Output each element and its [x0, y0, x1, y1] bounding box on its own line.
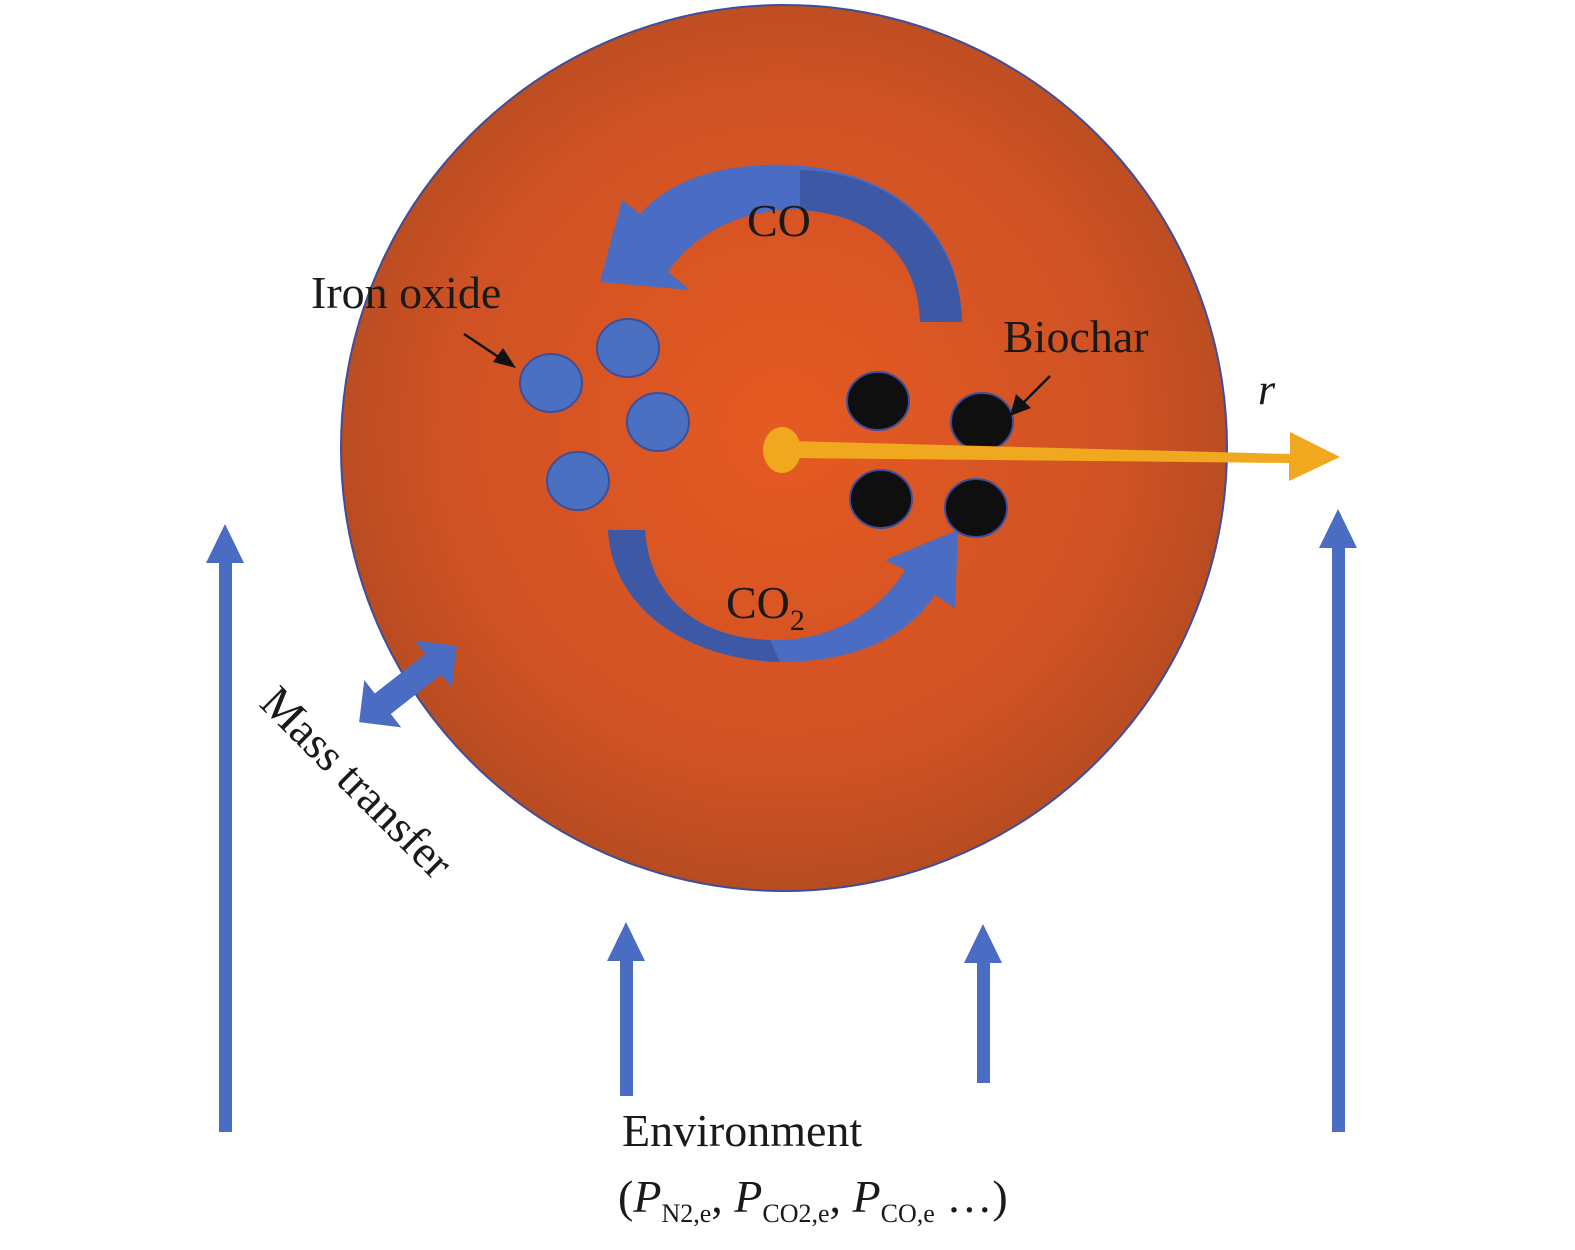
environment-arrow-center-right — [964, 924, 1002, 1083]
iron-oxide-particle — [546, 451, 610, 511]
co2-label-base: CO — [726, 577, 790, 628]
iron-oxide-pointer-arrow — [463, 332, 516, 368]
mass-transfer-double-arrow — [359, 640, 457, 728]
environment-label: Environment — [622, 1105, 862, 1156]
iron-oxide-label: Iron oxide — [311, 267, 501, 318]
biochar-pointer-arrow — [1010, 375, 1051, 416]
radius-label: r — [1258, 365, 1276, 414]
biochar-label: Biochar — [1003, 311, 1149, 362]
iron-oxide-particle — [519, 353, 583, 413]
environment-arrow-right — [1319, 509, 1357, 1132]
biochar-particle — [950, 392, 1014, 452]
biochar-particle — [846, 371, 910, 431]
radius-arrow — [763, 427, 1340, 481]
co-flow-arrow-shadow — [800, 170, 962, 322]
environment-arrow-center-left — [607, 922, 645, 1096]
biochar-particle — [849, 469, 913, 529]
environment-pressures: (PN2,e, PCO2,e, PCO,e …) — [618, 1171, 1008, 1228]
co2-label-subscript: 2 — [790, 604, 805, 637]
co-label: CO — [747, 195, 811, 246]
iron-oxide-particle — [626, 392, 690, 452]
environment-arrow-left — [206, 524, 244, 1132]
co2-flow-arrow-shadow — [608, 530, 780, 662]
biochar-particle — [944, 478, 1008, 538]
co2-label: CO2 — [726, 577, 805, 637]
iron-oxide-particle — [596, 318, 660, 378]
